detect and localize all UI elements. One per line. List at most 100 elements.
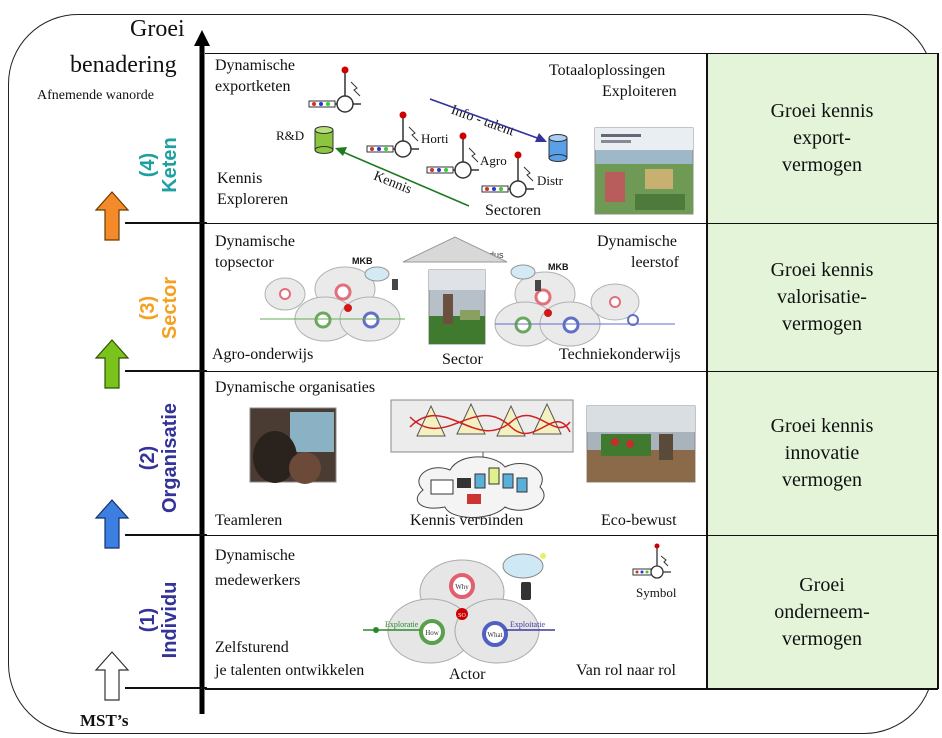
sector-top-right-2: leerstof — [631, 254, 679, 271]
leerstof-cluster-icon — [494, 264, 675, 347]
operatiemodus-roof — [402, 236, 508, 263]
export-photo — [594, 127, 694, 215]
diagram-how: How — [425, 629, 440, 637]
kennis-arrow — [342, 151, 470, 207]
topsector-cluster-icon — [260, 266, 405, 342]
diagram-exploratie: Exploratie — [385, 620, 419, 629]
level-line-sector — [125, 370, 207, 372]
sector-mkb-right: MKB — [548, 262, 569, 272]
organisatie-bottom-right: Eco-bewust — [601, 512, 677, 529]
row-border-bottom — [205, 688, 938, 690]
keten-bottom-left-2: Exploreren — [217, 191, 289, 208]
symbol-node-icon — [632, 543, 671, 579]
individu-top-left-1: Dynamische — [215, 547, 295, 564]
level-name-sector: Sector — [159, 276, 181, 340]
individu-bottom-left-2: je talenten ontwikkelen — [215, 662, 365, 679]
axis-title-line1: Groei — [130, 16, 185, 42]
sector-bottom-mid: Sector — [442, 351, 483, 368]
right-keten-line2: export- — [793, 127, 851, 149]
rd-database-icon — [314, 126, 334, 154]
level-number-organisatie: (2) — [137, 445, 159, 471]
vertical-axis — [194, 30, 210, 714]
right-individu-line2: onderneem- — [774, 600, 870, 623]
organisatie-diagram — [249, 399, 696, 518]
keten-rd: R&D — [276, 128, 305, 143]
level-label-individu: (1)Individu — [137, 570, 187, 670]
axis-subtitle: Afnemende wanorde — [37, 88, 155, 103]
eco-bewust-photo — [586, 405, 696, 483]
right-individu-line3: vermogen — [782, 627, 862, 650]
chain-node-icon — [308, 66, 361, 113]
arrow-up-organisatie-icon — [94, 499, 130, 549]
arrow-up-individu-icon — [94, 651, 130, 701]
level-label-keten: (4)Keten — [137, 115, 187, 215]
diagram-exploitatie: Exploitatie — [510, 620, 546, 629]
column-divider — [706, 53, 708, 689]
individu-symbol: Symbol — [636, 585, 677, 600]
teamleren-photo — [249, 407, 337, 484]
sector-bottom-right: Techniekonderwijs — [559, 346, 681, 363]
right-organisatie-line1: Groei kennis — [770, 415, 874, 437]
row-border-organisatie-individu — [205, 535, 938, 536]
kennis-arrowhead — [335, 147, 347, 156]
axis-title-line2: benadering — [70, 52, 177, 78]
level-name-individu: Individu — [159, 581, 181, 659]
individu-bottom-left-1: Zelfsturend — [215, 639, 289, 656]
right-sector-line1: Groei kennis — [770, 259, 874, 281]
organisatie-bottom-left: Teamleren — [215, 512, 283, 529]
agro-node-icon — [426, 132, 479, 179]
right-sector-line2: valorisatie- — [777, 286, 867, 308]
level-line-organisatie — [125, 534, 207, 536]
keten-top-left-1: Dynamische — [215, 57, 295, 74]
right-keten-line3: vermogen — [782, 154, 862, 176]
diagram-what: What — [487, 631, 502, 639]
arrow-up-keten-icon — [94, 191, 130, 241]
axis-bottom-label: MST’s — [80, 711, 129, 730]
level-label-organisatie: (2)Organisatie — [137, 396, 187, 520]
distr-node-icon — [481, 151, 534, 198]
sector-top-left-2: topsector — [215, 254, 274, 271]
level-number-individu: (1) — [137, 607, 159, 633]
sector-top-right-1: Dynamische — [597, 233, 677, 250]
level-name-keten: Keten — [159, 137, 181, 193]
organisatie-top-left: Dynamische organisaties — [215, 379, 376, 396]
level-number-sector: (3) — [137, 295, 159, 321]
sector-mkb-left: MKB — [352, 256, 373, 266]
right-sector-line3: vermogen — [782, 313, 862, 335]
info-talent-arrowhead — [535, 133, 547, 142]
level-line-keten — [125, 222, 207, 224]
row-border-top — [205, 53, 938, 54]
sector-diagram — [260, 236, 675, 347]
sector-photo — [428, 269, 486, 345]
keten-bottom-left-1: Kennis — [217, 170, 263, 187]
level-line-individu — [125, 687, 207, 689]
keten-agro: Agro — [480, 153, 507, 168]
diagram-why: Why — [455, 583, 469, 591]
row-border-keten-sector — [205, 223, 938, 224]
right-cell-organisatie: Groei kennis innovatie vermogen — [706, 372, 938, 535]
individu-diagram: Why How What SO Exploratie Exploitatie — [363, 543, 671, 664]
sector-top-left-1: Dynamische — [215, 233, 295, 250]
level-label-sector: (3)Sector — [137, 258, 187, 358]
keten-top-left-2: exportketen — [215, 78, 291, 95]
keten-top-right-1: Totaaloplossingen — [549, 62, 666, 79]
right-cell-individu: Groei onderneem-vermogen — [706, 536, 938, 688]
right-border — [937, 53, 939, 689]
info-talent-arrow — [429, 98, 541, 140]
right-keten-line1: Groei kennis — [770, 100, 874, 122]
horti-node-icon — [366, 111, 419, 158]
right-organisatie-line2: innovatie — [784, 442, 860, 464]
export-database-icon — [548, 134, 568, 162]
right-cell-keten: Groei kennis export-vermogen — [706, 54, 938, 223]
actor-role-diagram: Why How What SO Exploratie Exploitatie — [363, 553, 555, 664]
row-border-sector-organisatie — [205, 371, 938, 372]
right-individu-line1: Groei — [799, 573, 845, 596]
kennis-verbinden-diagram — [390, 399, 574, 518]
keten-diagram — [308, 66, 694, 215]
arrow-up-sector-icon — [94, 339, 130, 389]
keten-sectoren: Sectoren — [485, 202, 541, 219]
level-number-keten: (4) — [137, 152, 159, 178]
right-organisatie-line3: vermogen — [782, 469, 862, 491]
diagram-so: SO — [458, 613, 466, 619]
axis-line — [199, 44, 205, 714]
